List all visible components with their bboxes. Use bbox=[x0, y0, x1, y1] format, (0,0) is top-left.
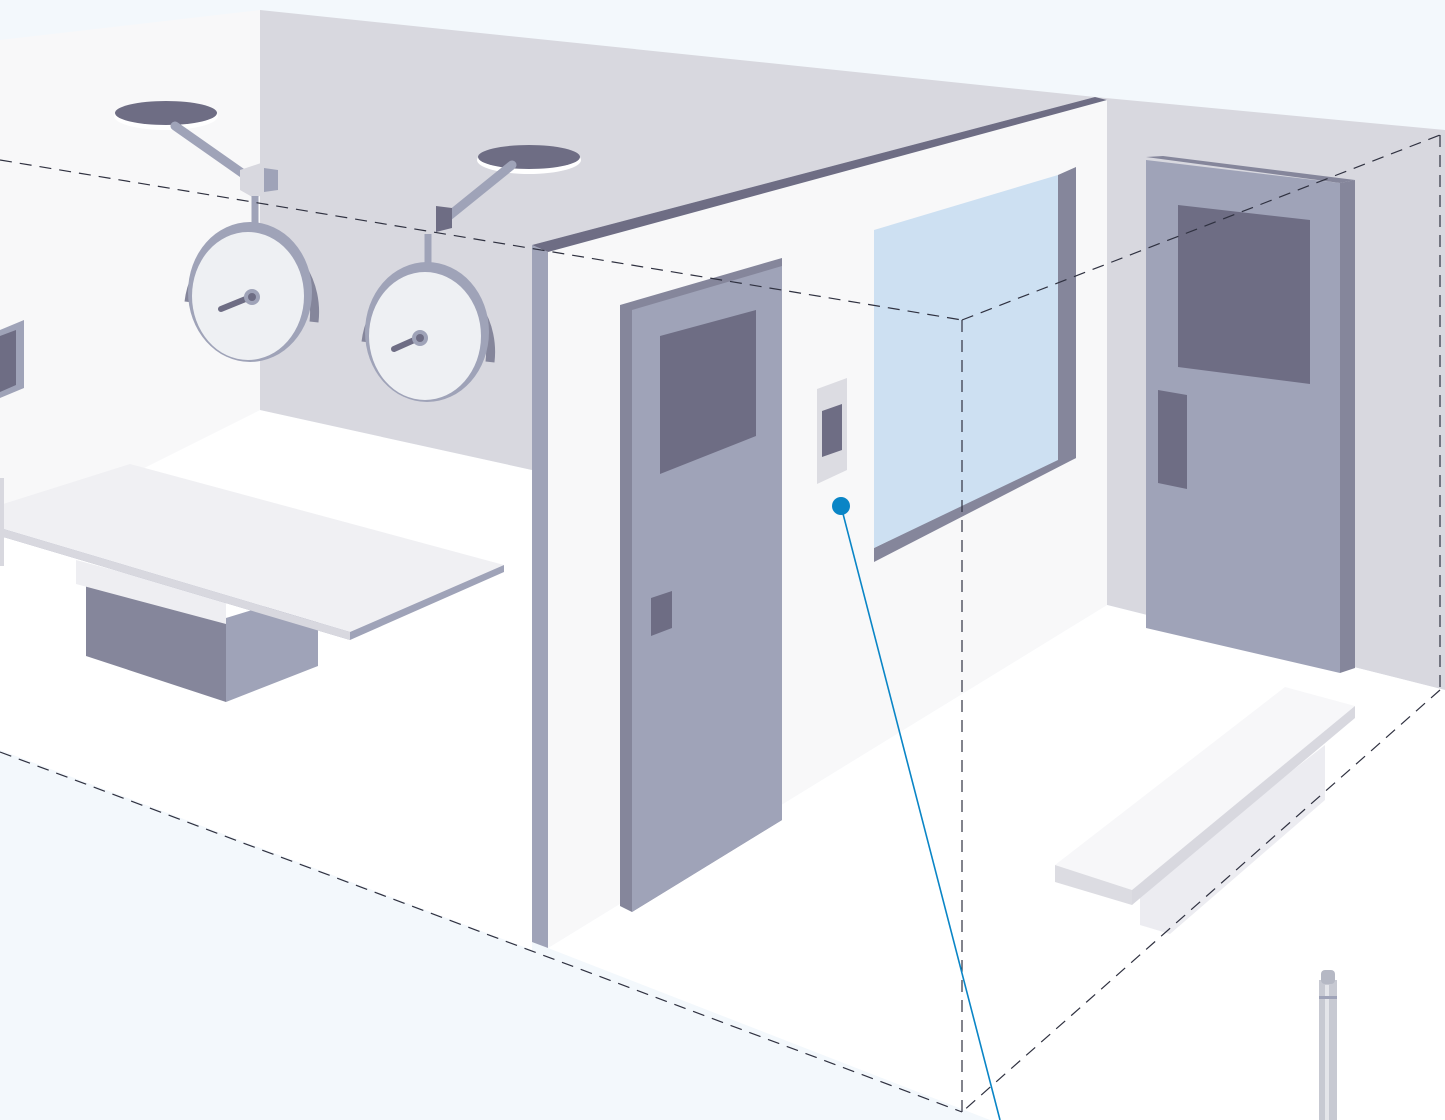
callout-dot bbox=[832, 497, 850, 515]
door-operating-room bbox=[620, 258, 782, 912]
anteroom bbox=[532, 97, 1445, 1120]
partition-wall-edge bbox=[532, 245, 548, 948]
door-anteroom bbox=[1146, 156, 1355, 673]
wall-monitor-screen bbox=[0, 330, 16, 392]
sensor-probe bbox=[1319, 970, 1337, 1120]
wall-sensor-panel bbox=[817, 378, 847, 484]
